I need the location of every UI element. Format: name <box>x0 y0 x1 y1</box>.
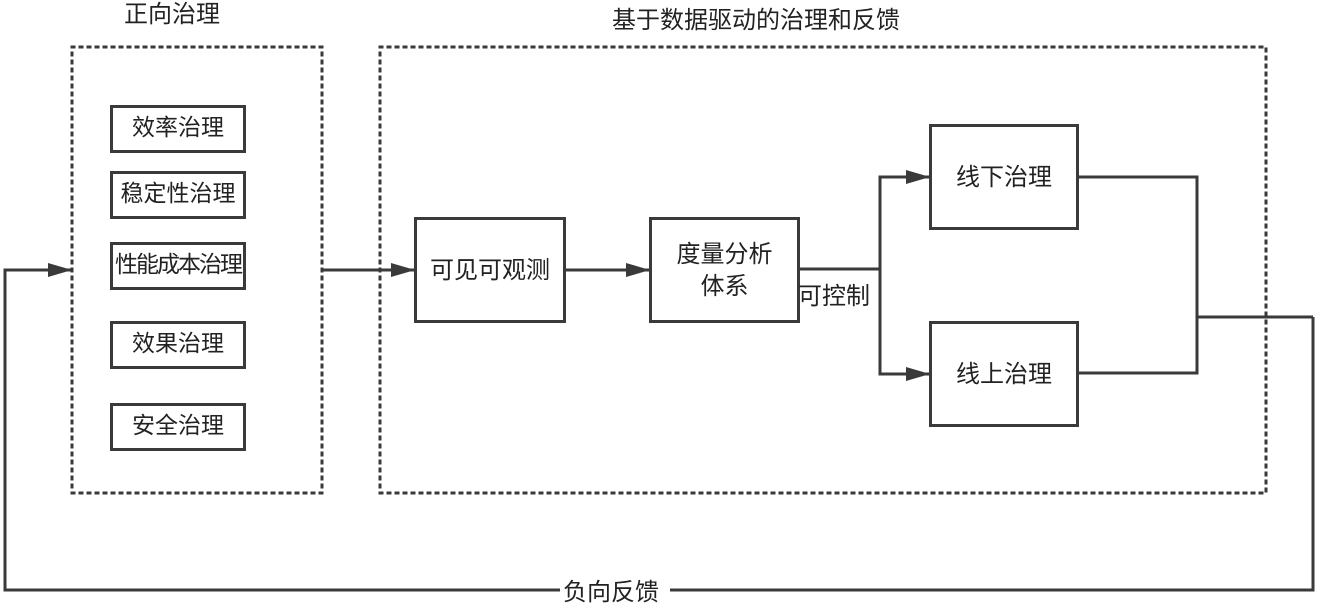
node-stability-governance: 稳定性治理 <box>110 171 246 219</box>
edge-offline-to-merge <box>1078 175 1199 375</box>
node-observability: 可见可观测 <box>414 217 566 323</box>
node-label: 效果治理 <box>132 331 224 358</box>
node-label: 可见可观测 <box>430 255 550 284</box>
node-performance-cost-governance: 性能成本治理 <box>110 242 246 290</box>
arrow-split-to-online <box>878 269 930 381</box>
negative-feedback-loop <box>3 263 1315 592</box>
node-label: 线上治理 <box>956 359 1052 388</box>
node-label-line1: 度量分析 <box>676 239 773 268</box>
node-metrics-analysis-system: 度量分析 体系 <box>649 217 800 323</box>
node-label: 线下治理 <box>956 162 1052 191</box>
node-efficiency-governance: 效率治理 <box>110 105 246 153</box>
node-label: 稳定性治理 <box>120 181 236 208</box>
arrow-split-to-offline <box>878 170 930 269</box>
edge-label-negative-feedback: 负向反馈 <box>563 578 659 606</box>
forward-governance-title: 正向治理 <box>124 0 220 28</box>
node-security-governance: 安全治理 <box>110 403 246 451</box>
node-offline-governance: 线下治理 <box>929 124 1079 230</box>
edge-label-controllable: 可控制 <box>798 282 870 310</box>
node-online-governance: 线上治理 <box>929 321 1079 427</box>
node-label: 性能成本治理 <box>115 252 243 279</box>
data-driven-title: 基于数据驱动的治理和反馈 <box>612 6 900 34</box>
node-label-line2: 体系 <box>700 272 749 300</box>
feedback-label-bg <box>560 578 670 608</box>
node-label: 安全治理 <box>132 413 224 440</box>
node-effect-governance: 效果治理 <box>110 321 246 369</box>
node-label: 效率治理 <box>132 115 224 142</box>
